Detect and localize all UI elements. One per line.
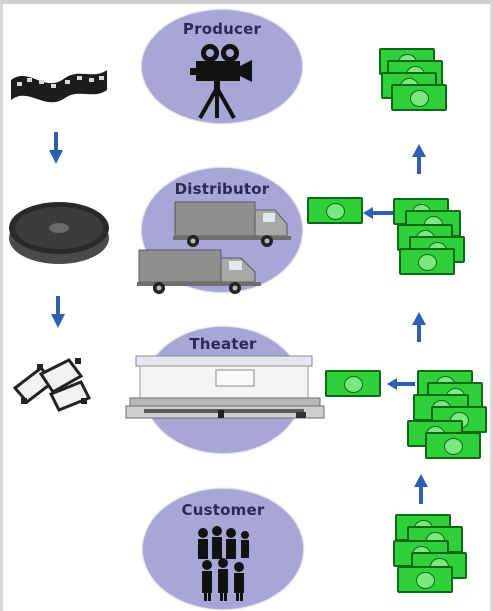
customer-circle: Customer xyxy=(143,489,303,609)
film-frames-icon xyxy=(12,358,92,412)
delivery-truck-icon xyxy=(137,249,261,294)
up-arrow-icon xyxy=(412,144,426,174)
left-arrow-icon xyxy=(387,378,415,390)
delivery-truck-icon xyxy=(173,201,291,247)
theater-label: Theater xyxy=(189,335,257,353)
up-arrow-icon xyxy=(414,474,428,504)
customer-label: Customer xyxy=(181,501,265,519)
producer-circle: Producer xyxy=(142,10,302,123)
distributor-label: Distributor xyxy=(174,180,270,198)
movie-camera-icon xyxy=(190,44,252,119)
down-arrow-icon xyxy=(49,132,63,164)
up-arrow-icon xyxy=(412,312,426,342)
left-arrow-icon xyxy=(363,207,393,219)
audience-people-icon xyxy=(198,526,249,601)
money-bill-icon xyxy=(391,84,447,111)
film-strip-icon xyxy=(11,70,107,103)
money-stack-producer xyxy=(377,48,467,118)
money-bill-icon xyxy=(425,432,481,459)
money-stack-theater xyxy=(407,370,493,466)
theater-screen-icon xyxy=(125,355,325,419)
money-bill-icon xyxy=(399,248,455,275)
down-arrow-icon xyxy=(51,296,65,328)
money-bill-icon xyxy=(397,566,453,593)
money-bill-icon-theater-payment xyxy=(325,370,381,397)
film-reel-icon xyxy=(9,202,109,264)
money-stack-distributor xyxy=(393,198,483,278)
producer-label: Producer xyxy=(182,20,262,38)
money-bill-icon-distributor-payment xyxy=(307,197,363,224)
money-stack-customer xyxy=(391,514,481,604)
